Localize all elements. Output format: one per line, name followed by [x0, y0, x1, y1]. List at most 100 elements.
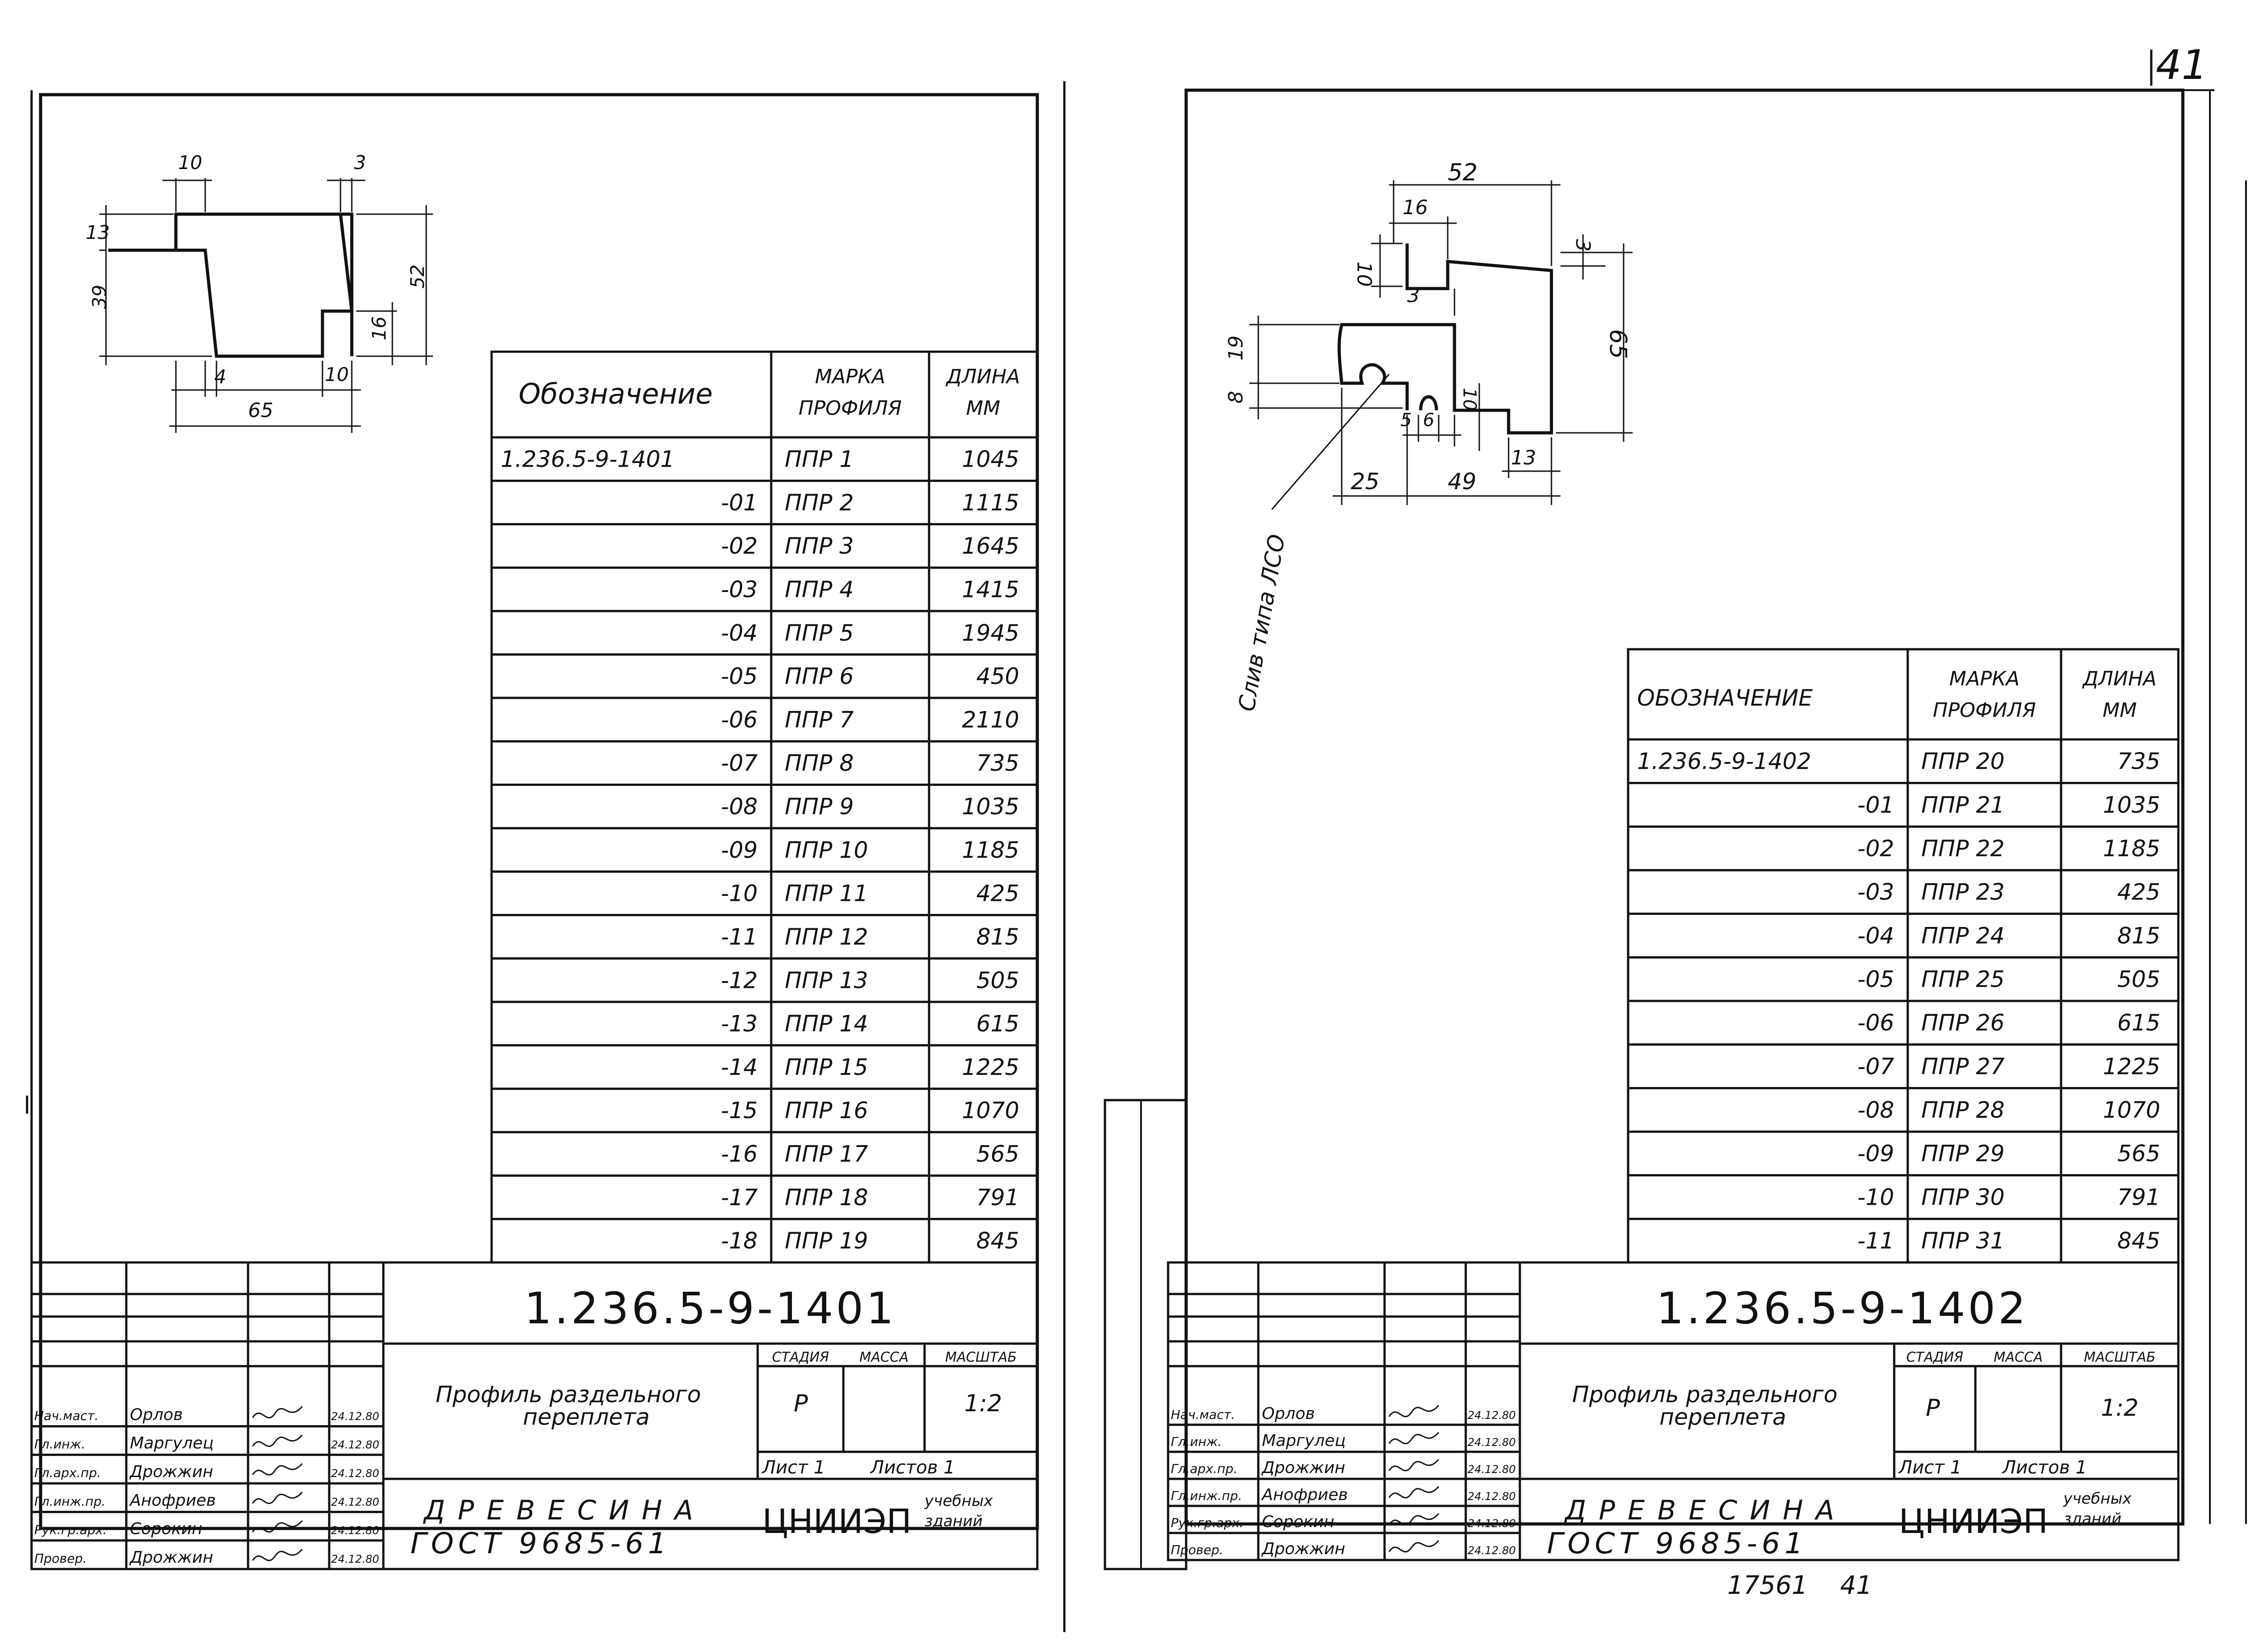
sheet-count: Листов 1	[870, 1457, 955, 1478]
dim-label: 3	[1571, 239, 1594, 252]
cell-designation: -14	[721, 1054, 758, 1080]
cell-length: 425	[2117, 879, 2160, 905]
signature-scribble	[1388, 1540, 1440, 1553]
dim-label: 3	[1407, 284, 1420, 307]
organization-sub: учебных	[924, 1492, 993, 1510]
cell-length: 791	[976, 1184, 1019, 1211]
staff-date: 24.12.80	[331, 1496, 379, 1508]
spec-table-left	[490, 350, 1039, 1264]
dim-label: 16	[1403, 196, 1428, 219]
cell-profile-mark: ППР 25	[1921, 966, 2005, 992]
document-code: 1.236.5-9-1402	[1656, 1283, 2028, 1334]
cell-profile-mark: ППР 27	[1921, 1053, 2005, 1079]
cell-designation: -05	[1857, 966, 1894, 992]
cell-length: 505	[976, 967, 1019, 993]
staff-name: Маргулец	[1262, 1432, 1346, 1450]
standard: ГОСТ 9685-61	[410, 1527, 671, 1560]
archive-page: 41	[1840, 1571, 1872, 1600]
profile-groove	[1419, 395, 1438, 411]
cell-profile-mark: ППР 2	[785, 490, 854, 516]
dim-label: 13	[1511, 446, 1536, 469]
staff-name: Анофриев	[129, 1491, 216, 1510]
cell-length: 565	[2117, 1141, 2160, 1167]
staff-name: Маргулец	[130, 1434, 214, 1453]
cell-profile-mark: ППР 20	[1921, 748, 2005, 775]
profile-lip	[1337, 323, 1409, 410]
cell-designation: -09	[1857, 1141, 1894, 1167]
staff-date: 24.12.80	[331, 1553, 379, 1565]
staff-row-lines	[32, 1425, 383, 1570]
cell-profile-mark: ППР 14	[785, 1011, 868, 1037]
mass-label: МАССА	[860, 1349, 909, 1365]
dim-label: 52	[1448, 159, 1477, 186]
table-row-lines	[492, 479, 1037, 1221]
staff-date: 24.12.80	[331, 1467, 379, 1480]
dim-label: 10	[1459, 388, 1480, 411]
dim-label: 16	[368, 317, 390, 340]
staff-name: Анофриев	[1261, 1486, 1348, 1504]
cell-designation: -02	[721, 533, 758, 559]
signature-scribble	[252, 1463, 303, 1476]
cell-length: 735	[976, 750, 1019, 776]
cell-length: 2110	[962, 707, 1019, 733]
cell-designation: -11	[1857, 1228, 1894, 1254]
cell-designation: -16	[721, 1141, 758, 1167]
cell-designation: -04	[1857, 922, 1894, 949]
material: ДРЕВЕСИНА	[423, 1495, 706, 1526]
profile-outline	[1405, 243, 1553, 435]
standard: ГОСТ 9685-61	[1547, 1527, 1808, 1560]
cell-designation: -08	[721, 794, 758, 820]
signature-scribble	[252, 1406, 303, 1418]
organization: ЦНИИЭП	[1899, 1502, 2048, 1541]
staff-role: Рук.гр.арх.	[34, 1523, 107, 1537]
signature-scribble	[252, 1434, 303, 1447]
stage-label: СТАДИЯ	[772, 1349, 829, 1365]
cell-designation: -07	[721, 750, 758, 776]
stage-value: Р	[1926, 1395, 1940, 1422]
cell-profile-mark: ППР 6	[785, 663, 854, 689]
cell-length: 505	[2117, 966, 2160, 992]
cell-length: 791	[2117, 1184, 2160, 1210]
cell-designation: -07	[1857, 1053, 1894, 1079]
staff-role: Гл.инж.пр.	[34, 1494, 106, 1509]
sheet-left: 10 3 13 39 52 16 4 10 65 Обозначение МАР…	[30, 90, 1039, 1570]
leader-line	[1271, 374, 1390, 510]
cell-length: 1045	[962, 446, 1019, 472]
dimension-lines	[99, 178, 433, 433]
signature-scribble	[1388, 1486, 1440, 1499]
sheet-count: Листов 1	[2002, 1457, 2087, 1478]
cell-designation: -03	[721, 576, 758, 602]
staff-role: Гл.арх.пр.	[1171, 1461, 1238, 1476]
header-designation: Обозначение	[519, 377, 713, 410]
cell-length: 1185	[962, 837, 1019, 863]
signature-scribble	[252, 1520, 303, 1533]
page-number: 41	[2156, 41, 2208, 89]
title-block-text-right: 1.236.5-9-1402 Профиль раздельного переп…	[1171, 1283, 2155, 1560]
cell-profile-mark: ППР 13	[785, 967, 868, 993]
dim-label: 6	[1423, 410, 1434, 431]
staff-name: Орлов	[1262, 1404, 1315, 1423]
header-profile-mark: ПРОФИЛЯ	[1933, 699, 2036, 722]
cell-profile-mark: ППР 5	[785, 620, 854, 646]
cell-profile-mark: ППР 30	[1921, 1184, 2005, 1210]
cell-length: 1070	[2103, 1097, 2160, 1123]
cell-designation: 1.236.5-9-1402	[1637, 748, 1811, 775]
staff-date: 24.12.80	[1468, 1409, 1516, 1422]
cell-profile-mark: ППР 11	[785, 881, 868, 907]
staff-date: 24.12.80	[1468, 1544, 1516, 1557]
dim-label: 39	[88, 285, 110, 309]
spec-table-right	[1627, 648, 2180, 1264]
signature-scribble	[1388, 1404, 1440, 1418]
cell-profile-mark: ППР 29	[1921, 1141, 2005, 1167]
dimension-labels: 10 3 13 39 52 16 4 10 65	[86, 151, 428, 422]
cell-profile-mark: ППР 19	[785, 1228, 868, 1254]
staff-name: Сорокин	[1262, 1513, 1335, 1531]
cell-designation: -11	[721, 924, 758, 950]
staff-role: Нач.маст.	[34, 1408, 99, 1423]
cell-length: 565	[976, 1141, 1019, 1167]
cell-length: 845	[976, 1228, 1019, 1254]
organization-sub: зданий	[925, 1512, 983, 1530]
cell-designation: -01	[1857, 792, 1894, 818]
cell-designation: -05	[721, 663, 758, 689]
